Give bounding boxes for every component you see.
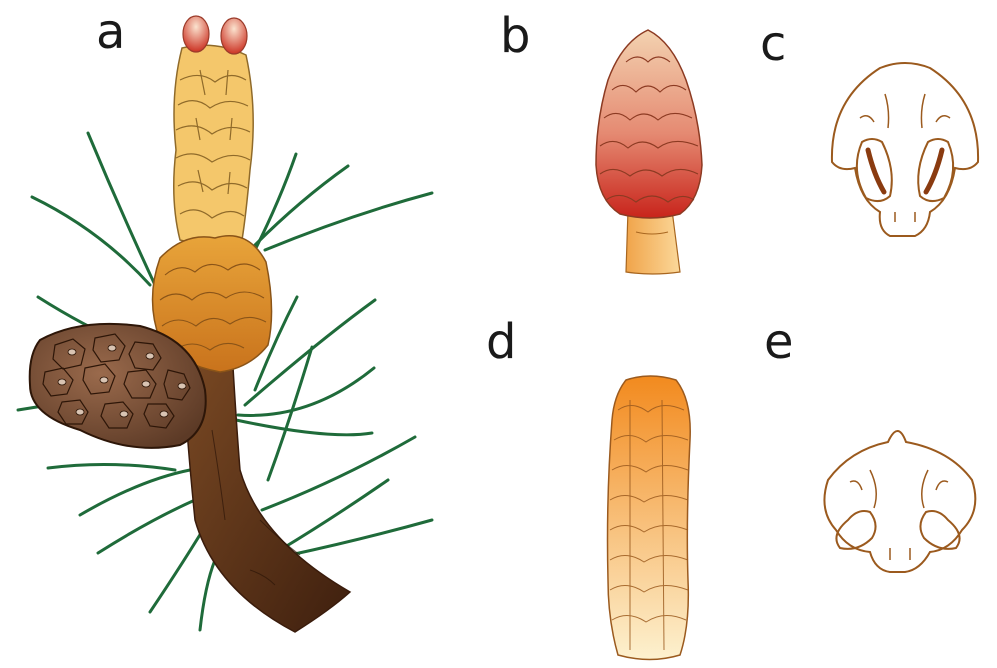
branch-stem <box>185 345 350 632</box>
panel-a-branch <box>18 16 432 632</box>
scale-outline <box>832 63 978 236</box>
cone-body <box>596 30 702 218</box>
scale-outline-e <box>824 431 975 572</box>
panel-label-b: b <box>500 12 530 60</box>
panel-label-d: d <box>486 318 516 366</box>
panel-d-pollen-cone <box>608 376 691 660</box>
panel-label-a: a <box>96 8 125 56</box>
cone-stalk <box>626 210 680 274</box>
panel-b-young-cone <box>596 30 702 274</box>
panel-e-pollen-scale <box>824 431 975 572</box>
male-cone-upper <box>174 45 253 245</box>
female-bud-left <box>183 16 209 52</box>
panel-label-c: c <box>760 20 786 68</box>
panel-c-seed-scale <box>832 63 978 236</box>
panel-label-e: e <box>764 318 794 366</box>
female-bud-right <box>221 18 247 54</box>
